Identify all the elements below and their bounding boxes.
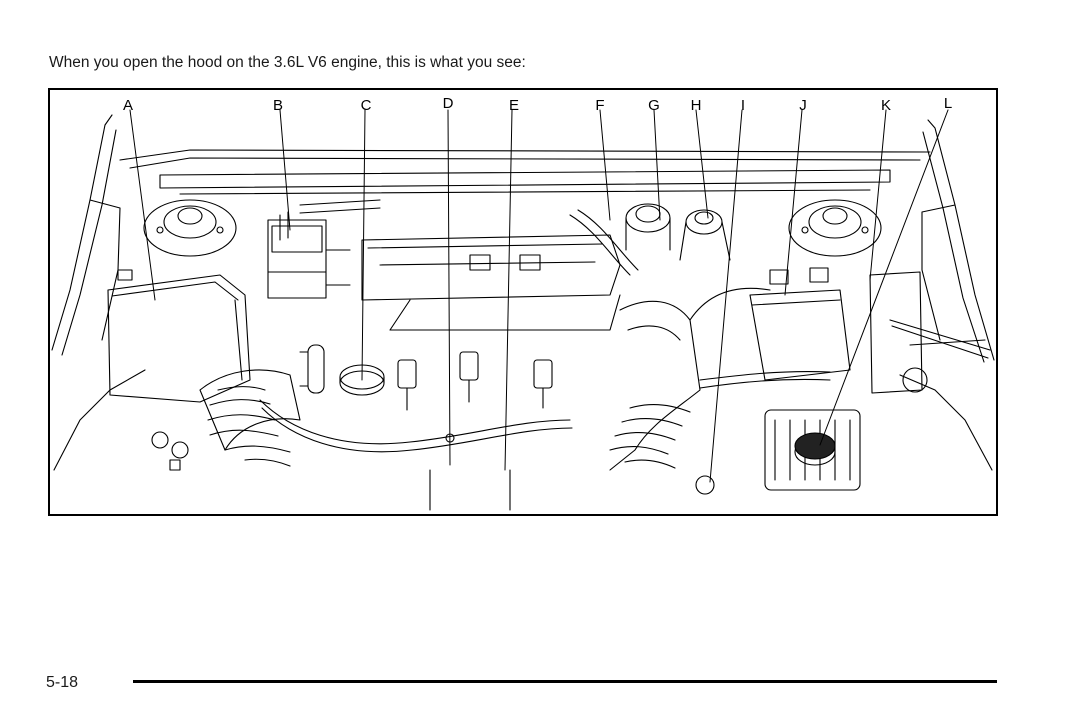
callout-a: A: [122, 97, 134, 114]
callout-g: G: [648, 97, 660, 114]
coolant-surge-tank-cap: [625, 203, 671, 251]
engine-cover: [361, 234, 621, 331]
cowl-panel: [159, 169, 891, 195]
callout-k: K: [880, 97, 892, 114]
fender-outline: [51, 114, 995, 471]
callout-j: J: [799, 97, 807, 114]
air-intake-duct-left: [199, 369, 301, 467]
small-reservoir: [299, 344, 325, 394]
callout-d: D: [442, 95, 454, 112]
relay-center: [869, 271, 928, 394]
washer-fluid-reservoir: [764, 409, 861, 491]
underhood-fuse-block: [267, 219, 351, 299]
right-strut-tower: [788, 199, 882, 257]
callout-leader-lines: [129, 109, 949, 483]
page-number: 5-18: [46, 674, 79, 691]
radiator-hoses: [279, 199, 991, 359]
left-strut-tower: [143, 199, 237, 257]
engine-compartment-illustration: A B C D E F G H I J K L: [48, 88, 998, 516]
battery: [749, 267, 851, 381]
footer-rule: [133, 680, 997, 683]
callout-h: H: [690, 97, 702, 114]
callout-e: E: [508, 97, 520, 114]
callout-l: L: [943, 95, 953, 112]
callout-b: B: [272, 97, 284, 114]
callout-f: F: [595, 97, 605, 114]
engine-line-drawing: [51, 109, 995, 511]
ignition-coils: [397, 351, 553, 411]
wiring-harness: [259, 287, 831, 453]
callout-i: I: [740, 97, 746, 114]
power-steering-cap: [679, 209, 731, 261]
air-cleaner-housing: [107, 269, 251, 403]
callout-c: C: [360, 97, 372, 114]
air-intake-duct-right: [609, 300, 701, 471]
intro-text: When you open the hood on the 3.6L V6 en…: [49, 54, 526, 71]
engine-details: [151, 431, 715, 511]
